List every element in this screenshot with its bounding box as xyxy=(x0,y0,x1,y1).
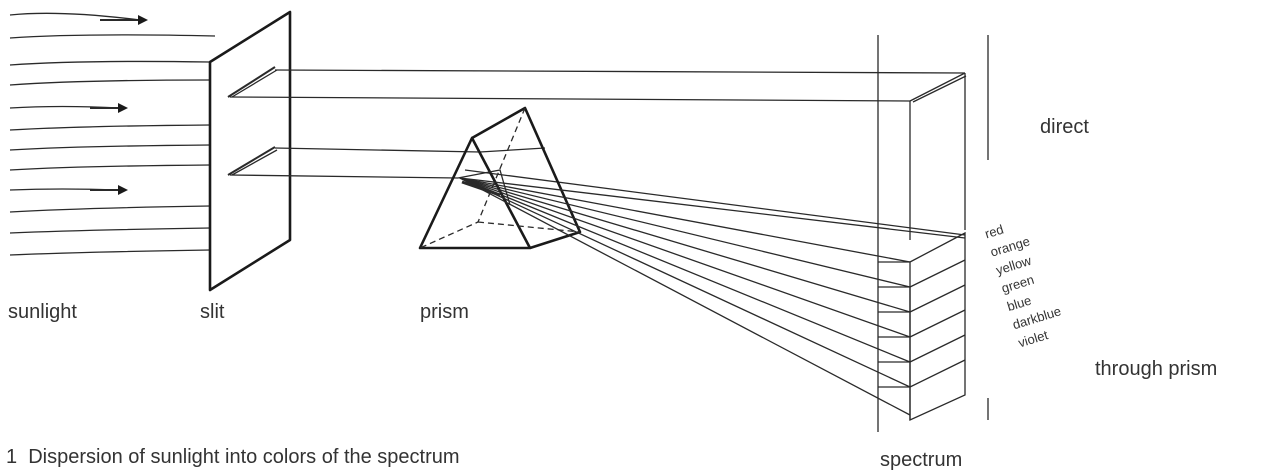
color-label-blue: blue xyxy=(1005,293,1033,315)
figure-caption: 1 Dispersion of sunlight into colors of … xyxy=(6,446,460,468)
label-spectrum: spectrum xyxy=(880,449,962,471)
arrow-icon xyxy=(118,185,128,195)
label-direct: direct xyxy=(1040,116,1089,138)
slit-panel xyxy=(208,10,292,292)
label-prism: prism xyxy=(420,301,469,323)
color-label-red: red xyxy=(983,222,1005,242)
label-through-prism: through prism xyxy=(1095,358,1217,380)
label-sunlight: sunlight xyxy=(8,301,77,323)
direct-beam xyxy=(229,69,967,240)
prism-beam xyxy=(229,147,966,236)
arrow-icon xyxy=(138,15,148,25)
arrow-icon xyxy=(118,103,128,113)
color-label-violet: violet xyxy=(1016,327,1050,350)
spectrum-screen xyxy=(877,35,989,432)
dispersed-rays xyxy=(459,177,966,416)
sunlight-rays xyxy=(9,12,216,256)
label-slit: slit xyxy=(200,301,225,323)
